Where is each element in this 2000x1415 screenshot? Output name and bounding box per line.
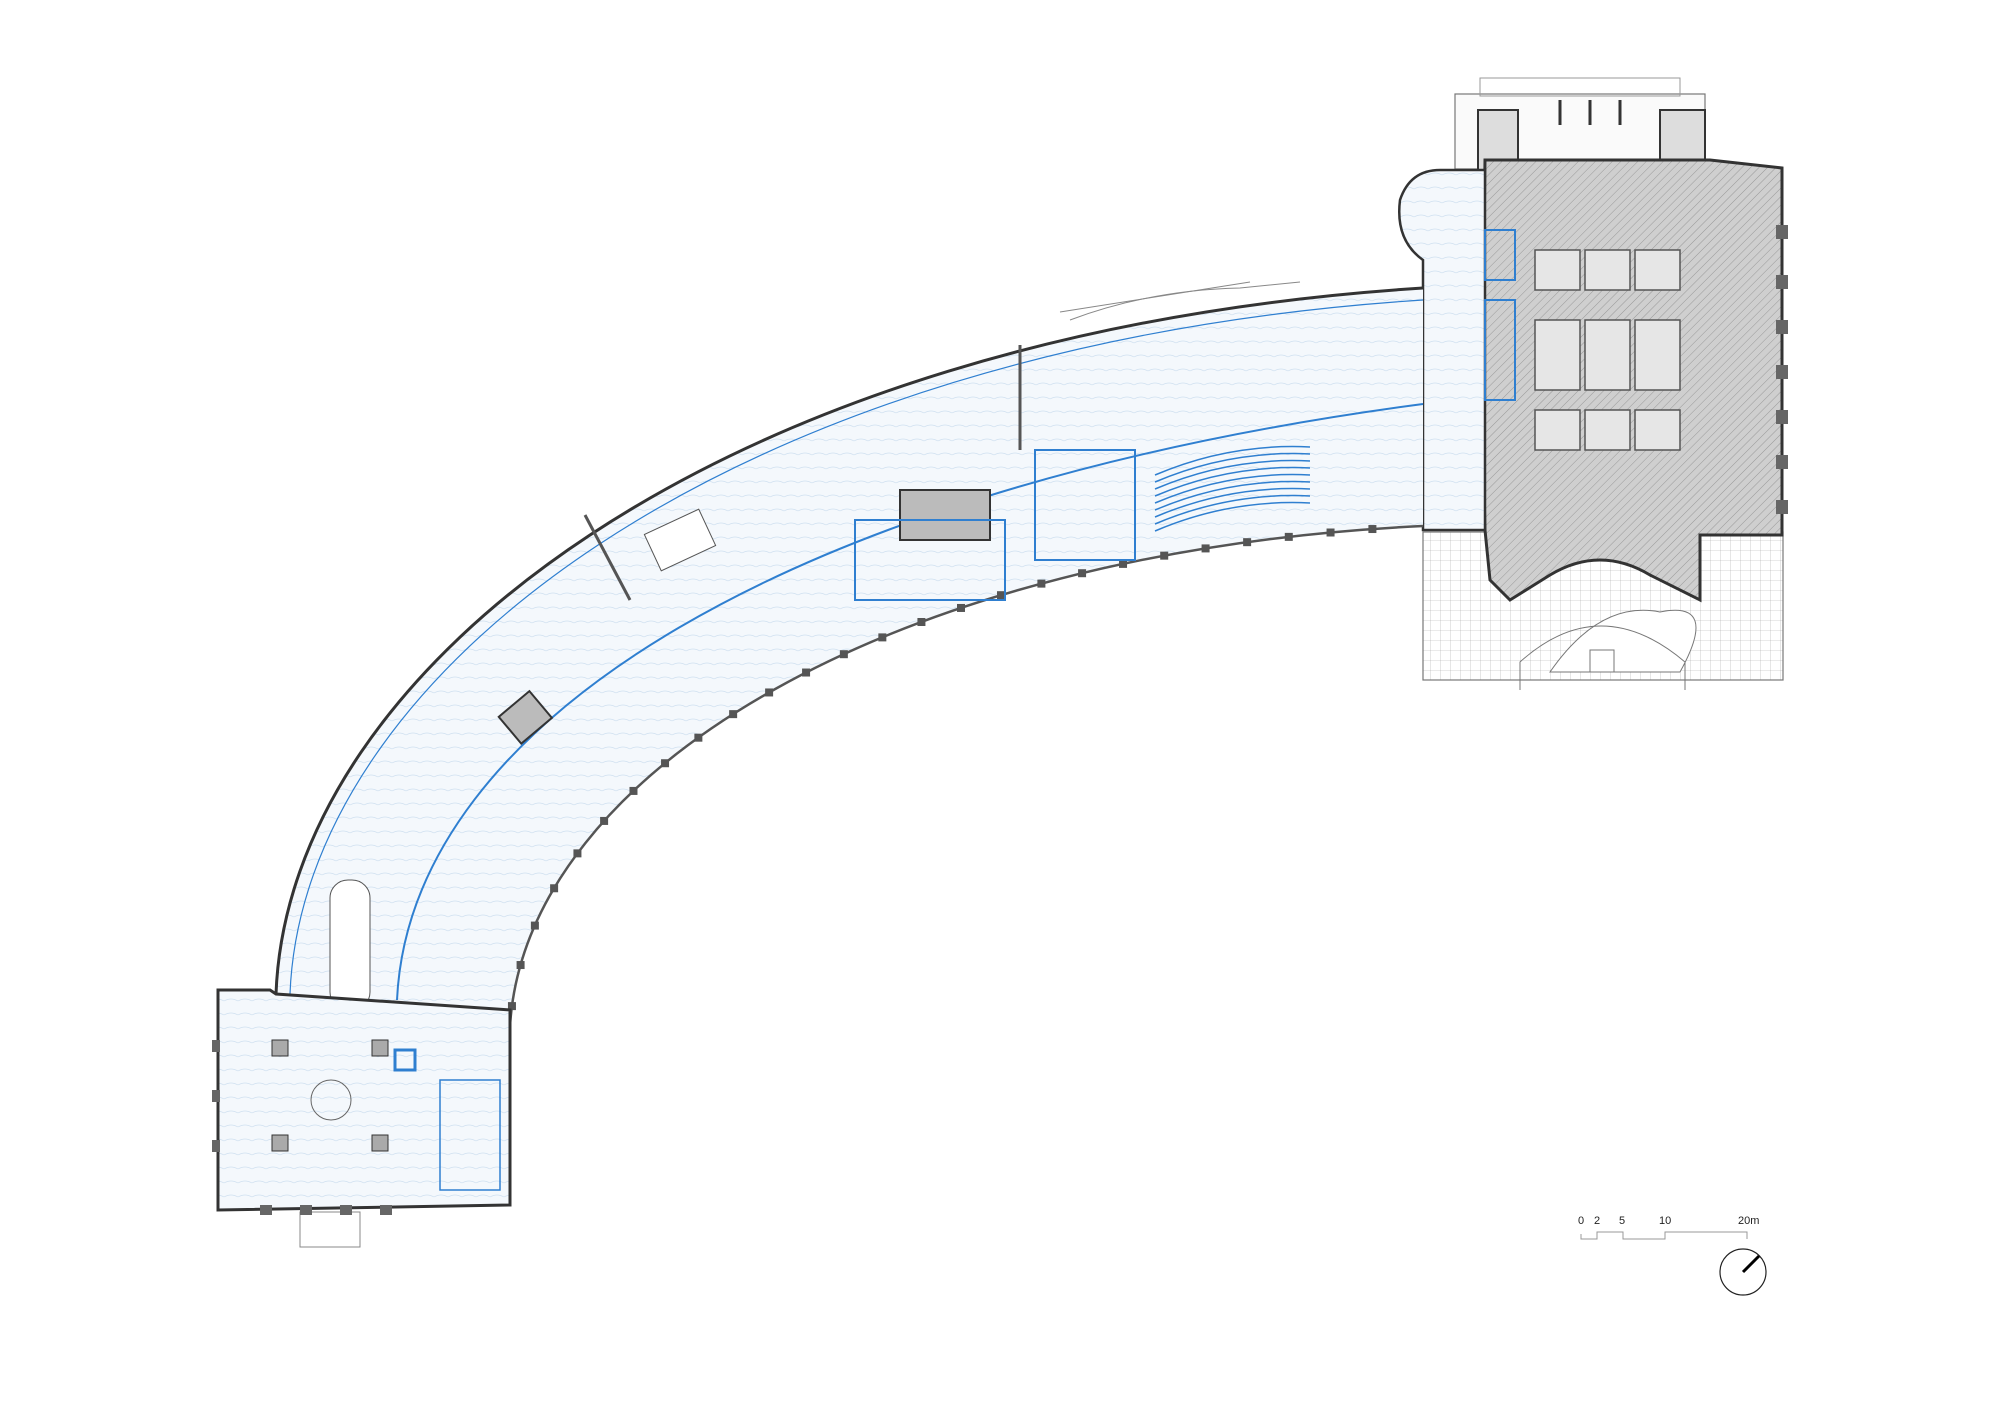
seat-row (1154, 494, 1311, 525)
facade-buttress (1037, 579, 1046, 588)
facade-buttress (1160, 551, 1169, 560)
scale-label-20m: 20m (1738, 1215, 1759, 1227)
seat-row (1154, 487, 1311, 518)
existing-building (1480, 158, 1788, 603)
scale-label-10: 10 (1659, 1215, 1671, 1227)
facade-buttress (600, 816, 609, 825)
facade-buttress (1243, 538, 1252, 547)
stair (329, 508, 717, 1011)
facade-buttress (507, 1002, 516, 1011)
seat-row (1154, 466, 1311, 497)
north-arrow-icon (1719, 1248, 1767, 1296)
seat-row (1154, 452, 1311, 483)
facade-buttress (729, 710, 738, 719)
portico (1454, 77, 1706, 171)
facade-buttress (530, 921, 539, 930)
facade-buttress (694, 733, 703, 742)
facade-buttress (1326, 528, 1335, 537)
facade-buttress (1119, 559, 1128, 568)
seat-row (1154, 459, 1311, 490)
facade-buttress (997, 591, 1006, 600)
link-foyer (1398, 168, 1516, 532)
seat-row (1154, 445, 1311, 476)
facade-buttress (1284, 532, 1293, 541)
scale-label-0: 0 (1578, 1215, 1584, 1227)
facade-buttress (661, 759, 670, 768)
west-pavilion (212, 988, 512, 1248)
facade-buttress (516, 961, 525, 970)
curved-wing (274, 281, 1424, 1027)
seat-row (1154, 501, 1311, 532)
facade-buttress (839, 650, 848, 659)
scale-label-2: 2 (1594, 1215, 1600, 1227)
seat-row (1154, 473, 1311, 504)
facade-buttress (765, 688, 774, 697)
facade-buttress (1201, 544, 1210, 553)
auditorium-seating (1154, 445, 1311, 532)
facade-buttress (802, 668, 811, 677)
facade-buttress (1368, 525, 1377, 534)
facade-buttress (957, 603, 966, 612)
seat-row (1154, 480, 1311, 511)
facade-buttress (917, 618, 926, 627)
facade-buttress (878, 633, 887, 642)
facade-buttress (550, 884, 559, 893)
facade-buttress (1078, 569, 1087, 578)
scale-bar: 0 2 5 10 20m (1578, 1215, 1759, 1240)
scale-label-5: 5 (1619, 1215, 1625, 1227)
facade-buttress (629, 786, 638, 795)
facade-buttress (573, 849, 582, 858)
